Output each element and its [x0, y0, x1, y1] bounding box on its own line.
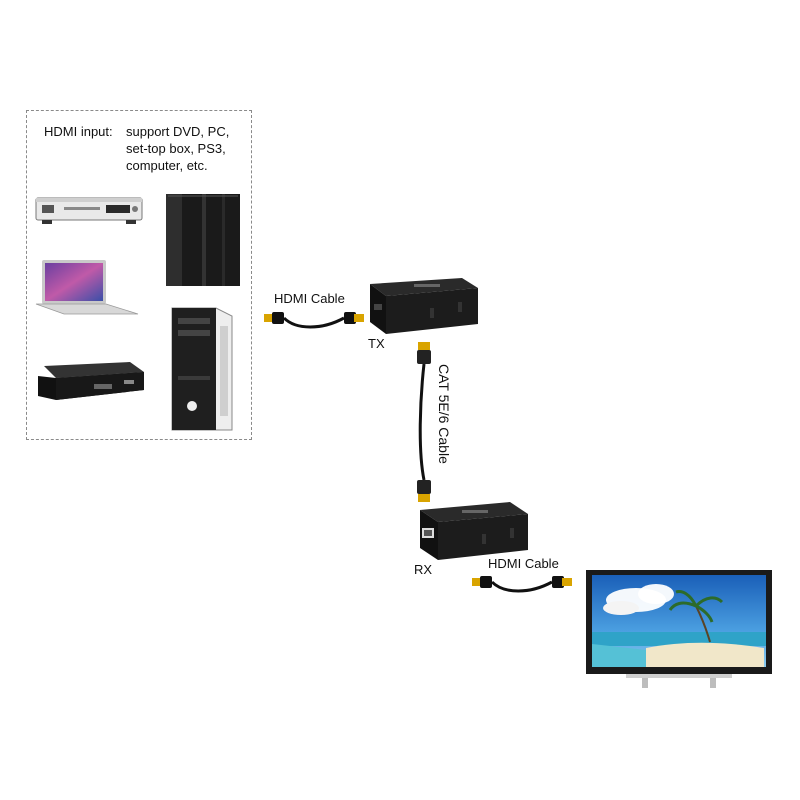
support-line-3: computer, etc.	[126, 158, 208, 173]
hdmi-cable-label-out: HDMI Cable	[488, 556, 559, 571]
transmitter-unit	[360, 276, 480, 340]
ps3-console-icon	[162, 190, 244, 290]
hdmi-cable-label-in: HDMI Cable	[274, 291, 345, 306]
dvd-player-icon	[34, 195, 146, 229]
hdmi-cable-out-icon	[470, 568, 574, 598]
tx-label: TX	[368, 336, 385, 351]
cat-cable-label: CAT 5E/6 Cable	[436, 364, 452, 464]
hdmi-input-label: HDMI input:	[44, 124, 113, 139]
cat-cable-icon	[412, 340, 436, 504]
hdmi-cable-in-icon	[262, 304, 366, 334]
receiver-unit	[412, 500, 532, 564]
set-top-box-icon	[34, 360, 148, 410]
rx-label: RX	[414, 562, 433, 577]
support-line-1: support DVD, PC,	[126, 124, 230, 139]
support-line-2: set-top box, PS3,	[126, 141, 226, 156]
desktop-tower-icon	[166, 306, 238, 436]
laptop-icon	[34, 258, 144, 318]
source-devices-box	[26, 110, 252, 440]
tv-icon	[586, 570, 772, 692]
